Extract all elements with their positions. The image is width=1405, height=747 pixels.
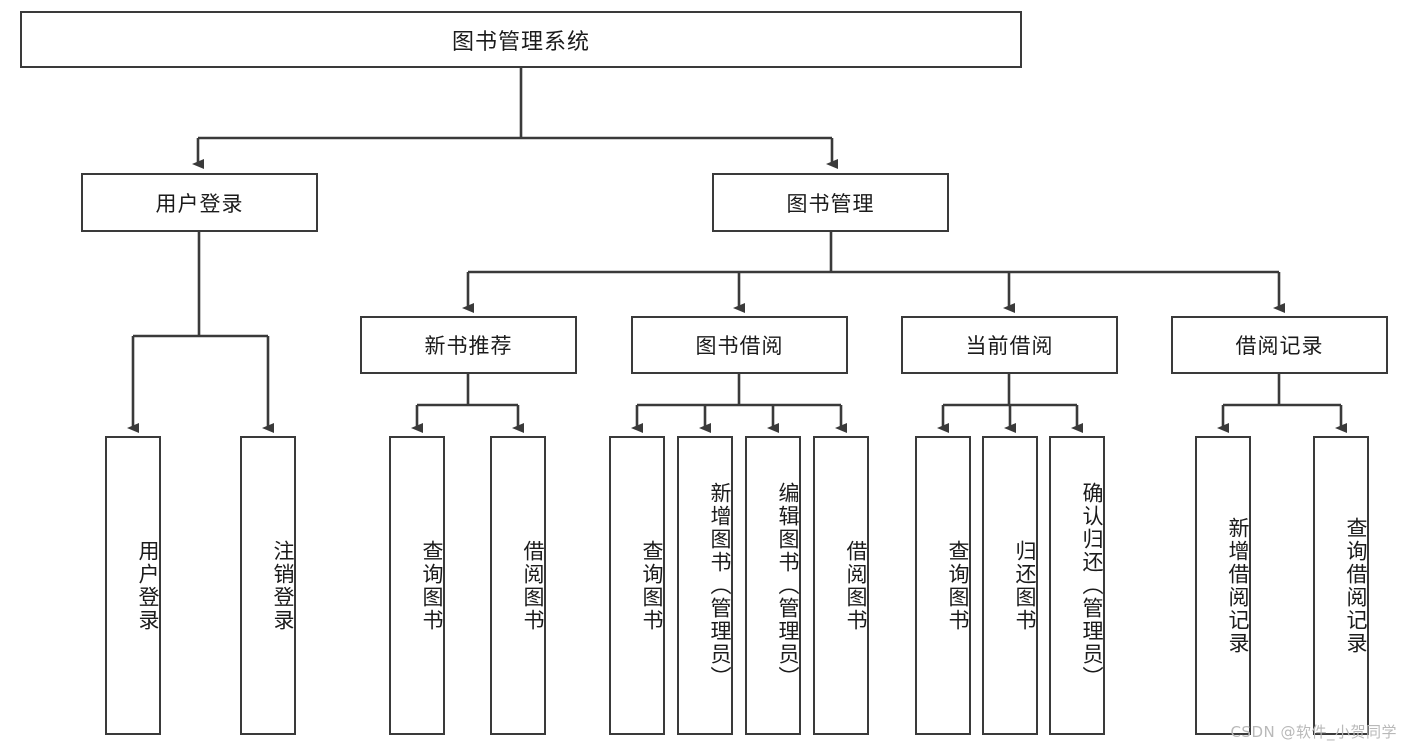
node-label: 查询图书: [946, 539, 970, 632]
node-label: 编辑图书（管理员）: [776, 482, 800, 689]
leaf-query-book-recommend[interactable]: 查询图书: [389, 436, 445, 735]
node-label: 查询图书: [640, 539, 664, 632]
leaf-query-borrow-record[interactable]: 查询借阅记录: [1313, 436, 1369, 735]
node-label: 新书推荐: [424, 334, 513, 358]
watermark-text: CSDN @软件_小贺同学: [1230, 723, 1397, 741]
leaf-borrow-book-borrow[interactable]: 借阅图书: [813, 436, 869, 735]
leaf-confirm-return[interactable]: 确认归还（管理员）: [1049, 436, 1105, 735]
node-label: 用户登录: [155, 191, 244, 216]
node-book-management-system[interactable]: 图书管理系统: [20, 11, 1022, 68]
leaf-query-book-borrow[interactable]: 查询图书: [609, 436, 665, 735]
leaf-query-book-current[interactable]: 查询图书: [915, 436, 971, 735]
node-label: 借阅图书: [844, 539, 868, 632]
leaf-user-login[interactable]: 用户登录: [105, 436, 161, 735]
node-label: 借阅记录: [1235, 334, 1324, 358]
node-label: 借阅图书: [521, 539, 545, 632]
node-label: 新增借阅记录: [1226, 516, 1250, 655]
node-label: 确认归还（管理员）: [1080, 482, 1104, 689]
leaf-logout-login[interactable]: 注销登录: [240, 436, 296, 735]
node-label: 归还图书: [1013, 539, 1037, 632]
leaf-edit-book[interactable]: 编辑图书（管理员）: [745, 436, 801, 735]
leaf-borrow-book-recommend[interactable]: 借阅图书: [490, 436, 546, 735]
leaf-add-borrow-record[interactable]: 新增借阅记录: [1195, 436, 1251, 735]
node-current-borrow[interactable]: 当前借阅: [901, 316, 1118, 374]
leaf-return-book[interactable]: 归还图书: [982, 436, 1038, 735]
node-book-management[interactable]: 图书管理: [712, 173, 949, 232]
node-label: 注销登录: [271, 539, 295, 632]
node-new-book-recommend[interactable]: 新书推荐: [360, 316, 577, 374]
node-label: 查询图书: [420, 539, 444, 632]
node-label: 当前借阅: [965, 334, 1054, 358]
node-user-login[interactable]: 用户登录: [81, 173, 318, 232]
node-label: 查询借阅记录: [1344, 516, 1368, 655]
leaf-add-book[interactable]: 新增图书（管理员）: [677, 436, 733, 735]
node-book-borrow[interactable]: 图书借阅: [631, 316, 848, 374]
node-borrow-record[interactable]: 借阅记录: [1171, 316, 1388, 374]
node-label: 用户登录: [136, 539, 160, 632]
node-label: 新增图书（管理员）: [708, 482, 732, 689]
node-label: 图书管理系统: [451, 29, 590, 55]
node-label: 图书借阅: [695, 334, 784, 358]
node-label: 图书管理: [786, 191, 875, 216]
